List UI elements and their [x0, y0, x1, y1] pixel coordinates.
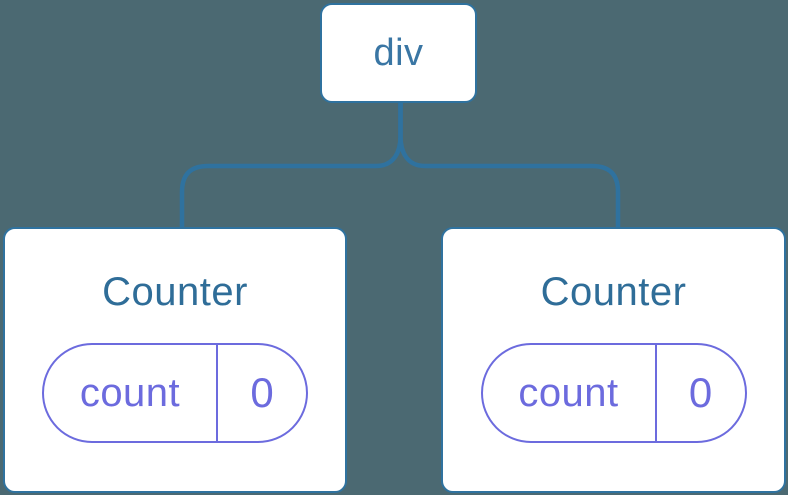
- state-pill: count 0: [480, 343, 747, 443]
- state-pill: count 0: [42, 343, 308, 443]
- counter-node-title: Counter: [102, 270, 248, 314]
- connector-right-branch: [398, 102, 621, 228]
- root-node-label: div: [373, 31, 424, 74]
- state-key-label: count: [79, 370, 181, 415]
- state-value-label: 0: [654, 345, 745, 441]
- root-node-div: div: [320, 3, 477, 103]
- state-key-label: count: [518, 370, 619, 415]
- counter-node-left: Counter count 0: [3, 227, 347, 493]
- counter-node-title: Counter: [540, 270, 687, 314]
- state-value-label: 0: [216, 345, 306, 441]
- counter-node-right: Counter count 0: [441, 227, 786, 493]
- connector-left-branch: [179, 102, 403, 228]
